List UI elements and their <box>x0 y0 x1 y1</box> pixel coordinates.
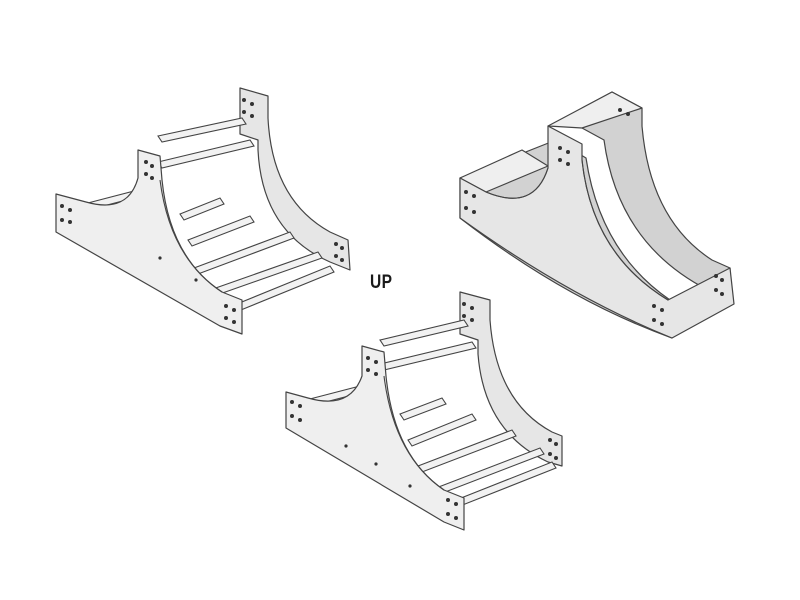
trough-tee-right <box>459 91 735 339</box>
ladder-tee-bottom-holes <box>290 302 558 520</box>
ladder-tee-bottom <box>285 291 563 531</box>
direction-label: UP <box>370 272 393 293</box>
ladder-tee-left <box>55 87 351 335</box>
ladder-tee-left-holes <box>60 98 344 324</box>
trough-tee-right-holes <box>464 108 724 326</box>
